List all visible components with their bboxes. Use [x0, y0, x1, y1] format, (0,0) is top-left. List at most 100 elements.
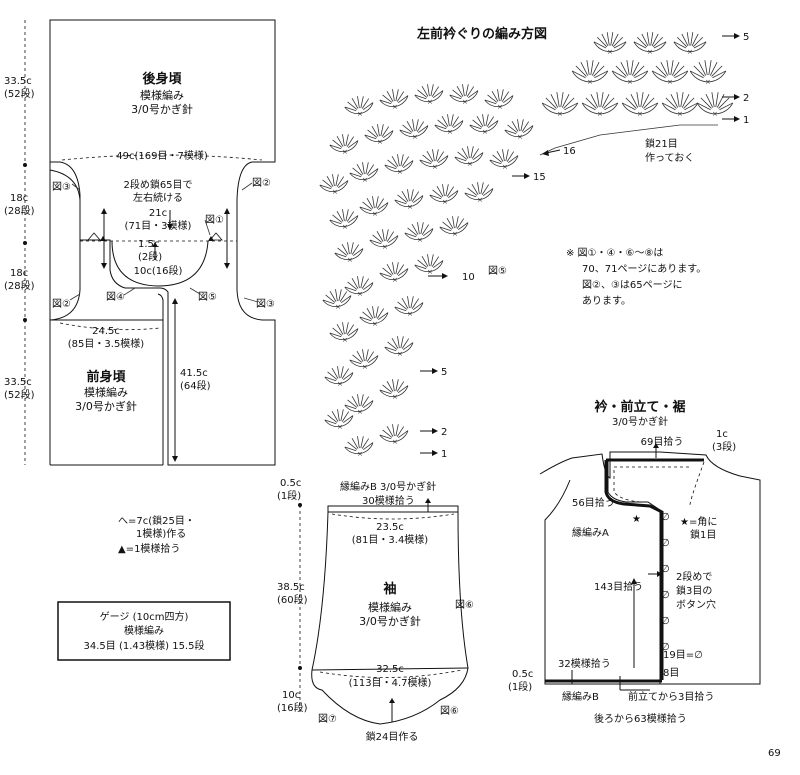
- front-height-2: (64段): [180, 379, 211, 392]
- band-btn1: 2段めで: [676, 570, 712, 583]
- sleeve-chain: 鎖24目作る: [366, 730, 419, 743]
- band-back63: 後ろから63模様拾う: [594, 712, 687, 725]
- band-left-b: (1段): [508, 680, 532, 693]
- svg-text:×: ×: [497, 103, 503, 111]
- legend: へ=7c(鎖25目・ 1模様)作る ▲=1模様拾う: [118, 514, 195, 555]
- buttonhole-marks: ∅ ∅ ∅ ∅ ∅ ∅: [661, 512, 670, 653]
- svg-text:×: ×: [392, 276, 398, 284]
- sleeve-fig7: 図⑦: [318, 713, 337, 725]
- svg-text:×: ×: [412, 133, 418, 141]
- svg-text:×: ×: [462, 98, 468, 106]
- vert-label-4a: 33.5c: [4, 377, 32, 388]
- svg-text:×: ×: [477, 196, 483, 204]
- neck-depth-2: (2段): [138, 250, 162, 263]
- sleeve-bottom-width-2: (113目・4.7模様): [349, 676, 432, 689]
- neck-width: 21c: [149, 208, 167, 219]
- band-edgeA: 縁編みA: [572, 526, 609, 539]
- svg-text:×: ×: [517, 133, 523, 141]
- row-label-10: 10: [462, 272, 475, 283]
- front-sub2: 3/0号かぎ針: [75, 399, 137, 413]
- svg-text:×: ×: [432, 163, 438, 171]
- band-pick32: 32模様拾う: [558, 657, 611, 670]
- svg-text:∅: ∅: [661, 616, 670, 627]
- vert-label-4b: (52段): [4, 388, 35, 401]
- sleeve-fig6: 図⑥: [455, 599, 474, 611]
- svg-text:×: ×: [687, 48, 693, 56]
- vert-label-3b: (28段): [4, 279, 35, 292]
- row-label-2b: 2: [441, 427, 447, 438]
- svg-text:×: ×: [677, 110, 683, 118]
- svg-text:∅: ∅: [661, 538, 670, 549]
- legend-line2: 1模様)作る: [136, 527, 186, 540]
- vert-label-1a: 33.5c: [4, 76, 32, 87]
- note-line4: あります。: [582, 295, 631, 307]
- svg-text:×: ×: [372, 320, 378, 328]
- back-width: 49c(169目・7模様): [116, 149, 208, 162]
- page-number: 69: [768, 748, 781, 759]
- svg-text:×: ×: [392, 438, 398, 446]
- sleeve-cap: 10c: [282, 690, 300, 701]
- band-diagram: 衿・前立て・裾 3/0号かぎ針 ∅ ∅ ∅ ∅ ∅ ∅ ★ 69目拾う 1c (…: [508, 399, 761, 725]
- svg-text:×: ×: [337, 380, 343, 388]
- fig3-label-a: 図③: [52, 181, 71, 193]
- row-label-16: 16: [563, 146, 576, 157]
- svg-text:×: ×: [467, 160, 473, 168]
- svg-text:×: ×: [452, 230, 458, 238]
- row-label-15: 15: [533, 172, 546, 183]
- svg-text:×: ×: [647, 48, 653, 56]
- svg-text:∅: ∅: [661, 564, 670, 575]
- svg-text:×: ×: [362, 363, 368, 371]
- svg-text:×: ×: [597, 110, 603, 118]
- svg-text:∅: ∅: [661, 642, 670, 653]
- band-r19: 19目=∅: [663, 650, 703, 661]
- sleeve-width: 23.5c: [376, 522, 404, 533]
- neck-10c: 10c(16段): [134, 264, 183, 277]
- body-diagram: 33.5c (52段) 18c (28段) 18c (28段) 33.5c (5…: [4, 19, 276, 466]
- svg-text:×: ×: [362, 176, 368, 184]
- svg-text:×: ×: [347, 256, 353, 264]
- sleeve-width-2: (81目・3.4模様): [352, 533, 429, 546]
- sleeve-height-2: (60段): [277, 593, 308, 606]
- fig2-label-a: 図②: [252, 177, 271, 189]
- svg-text:×: ×: [357, 110, 363, 118]
- band-front3: 前立てから3目拾う: [628, 690, 714, 703]
- collar-chain: 鎖21目: [645, 137, 678, 150]
- sleeve-bottom-width: 32.5c: [376, 664, 404, 675]
- svg-text:×: ×: [705, 78, 711, 86]
- front-width: 24.5c: [92, 326, 120, 337]
- band-star: ★=角に: [680, 516, 717, 528]
- vert-label-3a: 18c: [10, 268, 28, 279]
- svg-text:×: ×: [417, 236, 423, 244]
- legend-line1: へ=7c(鎖25目・: [118, 514, 195, 527]
- svg-text:×: ×: [712, 110, 718, 118]
- band-pick143: 143目拾う: [594, 580, 643, 593]
- svg-text:×: ×: [502, 163, 508, 171]
- svg-text:×: ×: [382, 243, 388, 251]
- fig4-label: 図④: [106, 291, 125, 303]
- back-title: 後身頃: [142, 71, 182, 87]
- svg-text:×: ×: [587, 78, 593, 86]
- collar-chart: 左前衿ぐりの編み方図 × × × × × × × × × × × × × × × × × × × × × × × × × × × × ×…: [319, 26, 749, 460]
- gauge-line2: 34.5目 (1.43模様) 15.5段: [84, 639, 205, 652]
- svg-text:×: ×: [357, 408, 363, 416]
- sleeve-diagram: 0.5c (1段) 縁編みB 3/0号かぎ針 30模様拾う 23.5c (81目…: [277, 478, 474, 743]
- collar-title: 左前衿ぐりの編み方図: [417, 26, 547, 42]
- band-left-a: 0.5c: [512, 669, 533, 680]
- collar-fig5: 図⑤: [488, 265, 507, 277]
- svg-text:★: ★: [632, 514, 641, 525]
- svg-text:×: ×: [342, 336, 348, 344]
- sleeve-title: 袖: [383, 581, 396, 597]
- svg-text:×: ×: [357, 450, 363, 458]
- svg-text:×: ×: [372, 210, 378, 218]
- svg-text:×: ×: [357, 290, 363, 298]
- band-sub: 3/0号かぎ針: [612, 415, 668, 428]
- band-btn3: ボタン穴: [676, 598, 716, 611]
- svg-text:×: ×: [667, 78, 673, 86]
- sleeve-sub2: 3/0号かぎ針: [359, 614, 421, 628]
- svg-text:×: ×: [332, 188, 338, 196]
- legend-line3: ▲=1模様拾う: [118, 542, 180, 555]
- svg-text:×: ×: [335, 303, 341, 311]
- sleeve-top-b: (1段): [277, 489, 301, 502]
- svg-text:×: ×: [397, 350, 403, 358]
